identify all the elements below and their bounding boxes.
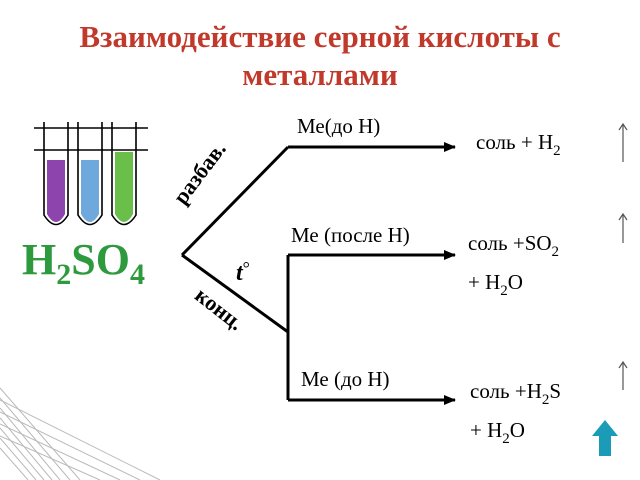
metal-label-1: Ме(до Н): [297, 114, 381, 138]
gas-up-arrow-1: [618, 122, 628, 162]
nav-up-arrow-icon[interactable]: [592, 420, 618, 456]
test-tubes-image: [34, 122, 148, 226]
branch-line-dilute: [180, 145, 290, 257]
metal-label-2: Ме (после Н): [291, 223, 410, 247]
test-tube-blue: [77, 122, 103, 226]
metal-label-3: Ме (до Н): [301, 367, 390, 391]
product-2: соль +SO2 + Н2O: [468, 231, 560, 299]
product-1: соль + Н2: [476, 130, 561, 159]
label-heat: t°: [236, 258, 250, 286]
slide-title: Взаимодействие серной кислоты с металлам…: [0, 18, 640, 94]
gas-up-arrow-2: [618, 212, 628, 243]
title-line-1: Взаимодействие серной кислоты с: [79, 19, 561, 54]
gas-up-arrow-3: [618, 360, 628, 390]
title-line-2: металлами: [242, 57, 398, 92]
h2so4-formula: H2SO4: [22, 235, 145, 291]
decorative-hatch: [0, 387, 161, 480]
test-tube-purple: [43, 122, 69, 226]
test-tube-green: [111, 122, 137, 226]
branch-line-conc: [181, 253, 289, 334]
product-3: соль +Н2S + Н2O: [470, 379, 562, 447]
